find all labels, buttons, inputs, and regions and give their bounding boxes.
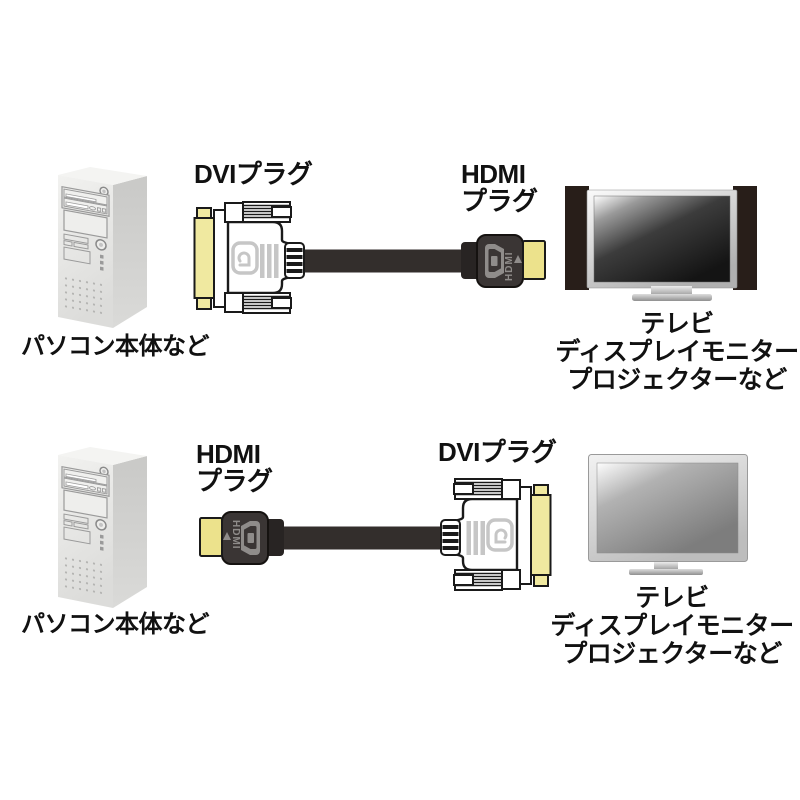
hdmi-dvi-cable-icon: HDMI — [198, 477, 552, 592]
pc-tower-icon — [57, 446, 148, 609]
pc-label: パソコン本体など — [21, 611, 210, 638]
hdmi-plug-label-line2: プラグ — [461, 186, 538, 216]
hdmi-plug-marking: HDMI — [504, 251, 515, 281]
display-label-line2: ディスプレイモニター — [550, 612, 794, 640]
pc-label: パソコン本体など — [21, 333, 210, 360]
hdmi-plug-label-line1: HDMI — [461, 159, 526, 189]
display-label: テレビ ディスプレイモニター プロジェクターなど — [540, 584, 800, 668]
hdmi-plug-label: HDMI プラグ — [196, 441, 273, 495]
display-label-line3: プロジェクターなど — [562, 640, 782, 668]
display-label-line2: ディスプレイモニター — [555, 338, 799, 366]
display-label-line1: テレビ — [640, 310, 714, 338]
dvi-plug-label: DVIプラグ — [194, 159, 313, 189]
hdmi-plug-marking: HDMI — [230, 520, 241, 550]
tv-icon — [565, 186, 757, 302]
hdmi-plug-label-line2: プラグ — [196, 466, 273, 496]
pc-tower-icon — [57, 166, 148, 329]
hdmi-plug-label-line1: HDMI — [196, 439, 261, 469]
monitor-icon — [588, 454, 748, 576]
dvi-hdmi-cable-icon: HDMI — [193, 200, 547, 315]
display-label-line1: テレビ — [635, 584, 709, 612]
hdmi-plug-label: HDMI プラグ — [461, 161, 538, 215]
display-label-line3: プロジェクターなど — [567, 366, 787, 394]
dvi-plug-label: DVIプラグ — [438, 437, 557, 467]
display-label: テレビ ディスプレイモニター プロジェクターなど — [545, 310, 800, 394]
